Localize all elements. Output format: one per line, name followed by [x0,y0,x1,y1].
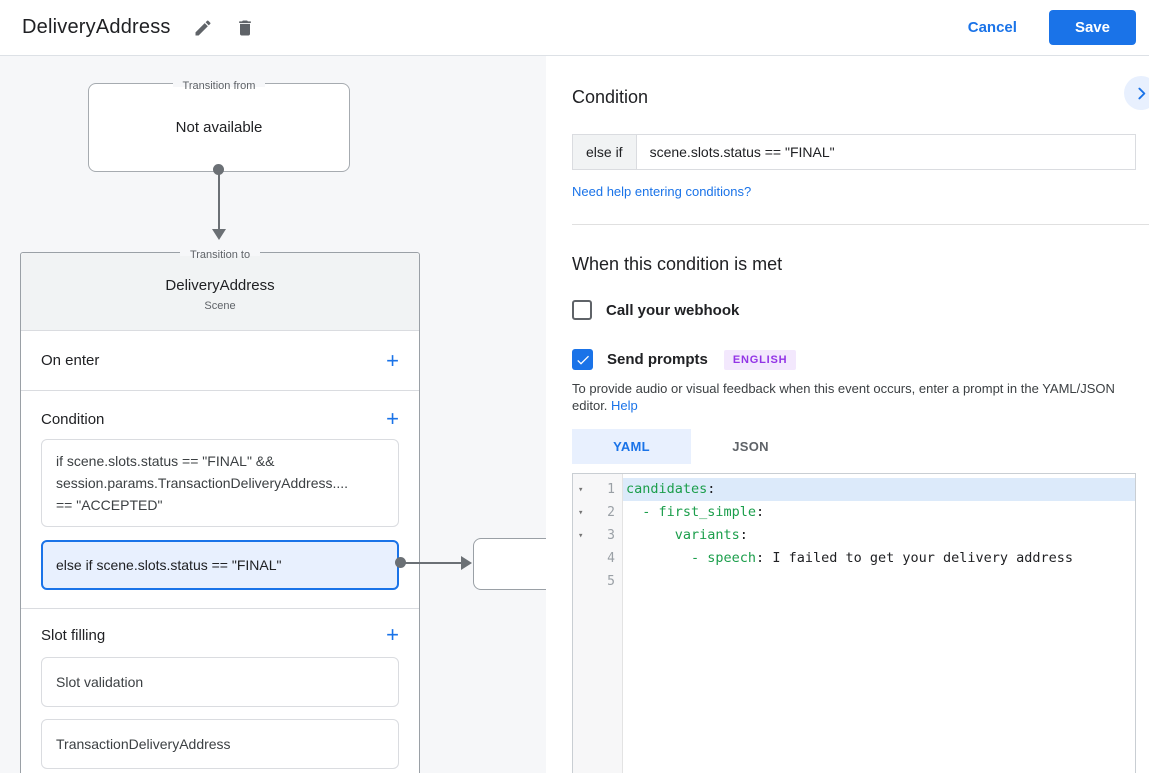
add-condition-button[interactable]: + [386,406,399,431]
add-on-enter-button[interactable]: + [386,347,399,373]
chevron-right-icon [1137,87,1145,99]
editor-gutter: ▾ 1 ▾ 2 ▾ 3 4 5 [573,474,623,773]
section-divider [572,224,1149,225]
code-line: variants: [626,527,748,543]
condition-section: Condition + if scene.slots.status == "FI… [21,407,419,609]
condition-line: session.params.TransactionDeliveryAddres… [56,475,349,491]
connector-dot [213,164,224,175]
arrow-down-icon [212,229,226,240]
send-prompts-checkbox[interactable] [572,349,593,370]
fold-icon[interactable]: ▾ [578,530,584,541]
arrow-right-icon [461,556,472,570]
scene-card: Transition to DeliveryAddress Scene On e… [20,248,420,773]
top-bar: DeliveryAddress Cancel Save [0,0,1149,56]
scene-type: Scene [204,300,236,312]
slot-item-validation[interactable]: Slot validation [41,657,399,707]
collapse-panel-button[interactable] [1124,76,1149,110]
condition-item-if[interactable]: if scene.slots.status == "FINAL" && sess… [41,439,399,527]
tab-yaml[interactable]: YAML [572,429,691,464]
code-line: - first_simple: [626,504,765,520]
prompts-description: To provide audio or visual feedback when… [572,381,1115,413]
condition-expression-input[interactable] [636,135,1135,169]
delete-icon[interactable] [235,18,255,38]
condition-line: if scene.slots.status == "FINAL" && [56,453,275,469]
transition-target-node[interactable] [473,538,546,590]
line-number: 1 [607,482,615,497]
tab-json[interactable]: JSON [732,439,769,454]
condition-expression-row: else if [572,134,1136,170]
cancel-button[interactable]: Cancel [952,11,1033,44]
send-prompts-label: Send prompts [607,351,708,368]
connector-dot [395,557,406,568]
connector-line [405,562,462,564]
conditions-help-link[interactable]: Need help entering conditions? [572,184,752,199]
line-number: 5 [607,574,615,589]
language-badge: ENGLISH [723,349,797,370]
yaml-code-editor[interactable]: ▾ 1 ▾ 2 ▾ 3 4 5 candidates: - first_simple:… [572,473,1136,773]
fold-icon[interactable]: ▾ [578,484,584,495]
line-number: 4 [607,551,615,566]
condition-editor-panel: Condition else if Need help entering con… [546,56,1149,773]
code-line [623,570,1135,593]
code-line: candidates: [623,478,1135,501]
page-title: DeliveryAddress [22,16,171,38]
condition-section-label: Condition [41,410,105,428]
scene-card-header[interactable]: DeliveryAddress Scene [21,253,419,331]
check-icon [576,355,589,365]
save-button[interactable]: Save [1048,10,1136,45]
transition-from-node[interactable]: Transition from Not available [88,79,350,172]
condition-line: == "ACCEPTED" [56,497,163,513]
line-number: 3 [607,528,615,543]
panel-title: Condition [572,87,649,107]
connector-line [218,172,220,230]
edit-icon[interactable] [193,18,213,38]
prompts-help-link[interactable]: Help [611,398,638,413]
condition-item-else-if-selected[interactable]: else if scene.slots.status == "FINAL" [41,540,399,590]
line-number: 2 [607,505,615,520]
webhook-checkbox[interactable] [572,300,592,320]
slot-filling-label: Slot filling [41,626,106,644]
webhook-label: Call your webhook [606,301,740,319]
transition-from-content: Not available [175,119,263,136]
slot-item-transaction-delivery-address[interactable]: TransactionDeliveryAddress [41,719,399,769]
transition-from-label: Transition from [89,76,349,94]
on-enter-label: On enter [41,352,100,369]
condition-prefix-label: else if [573,135,637,169]
fold-icon[interactable]: ▾ [578,507,584,518]
slot-filling-section: Slot filling + Slot validation Transacti… [21,623,419,773]
code-line: - speech: I failed to get your delivery … [626,550,1074,566]
on-enter-row[interactable]: On enter + [21,331,419,391]
scene-name: DeliveryAddress [165,277,275,294]
editor-format-tabs: YAML JSON [572,429,1149,464]
add-slot-button[interactable]: + [386,622,399,647]
when-condition-met-title: When this condition is met [572,254,783,274]
editor-code-area[interactable]: candidates: - first_simple: variants: - … [623,474,1135,773]
scene-flow-diagram: Transition from Not available Transition… [0,56,546,773]
